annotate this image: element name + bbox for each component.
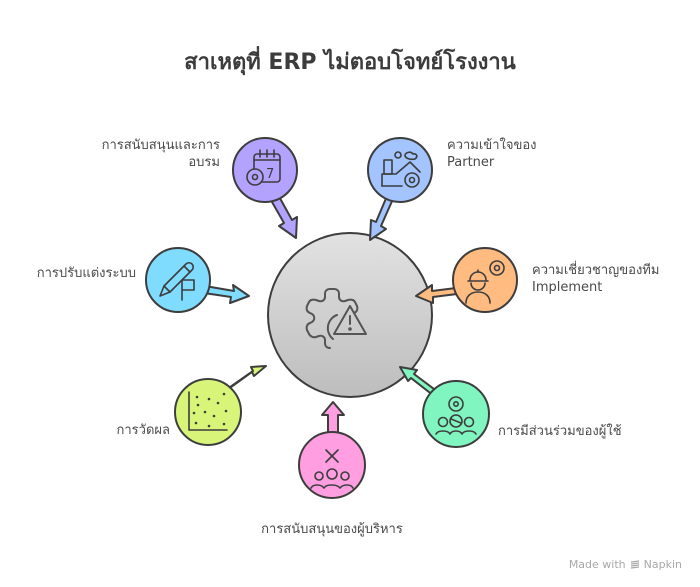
label-user-participation: การมีส่วนร่วมของผู้ใช้: [498, 423, 668, 440]
label-measurement: การวัดผล: [60, 422, 170, 439]
team-gear-icon: [435, 396, 477, 435]
label-line: ความเชี่ยวชาญของทีม: [532, 263, 660, 278]
label-line: การสนับสนุนและการ: [101, 138, 220, 153]
node-training: 7: [232, 137, 298, 239]
engineer-gear-icon: [465, 260, 505, 304]
label-executive-support: การสนับสนุนของผู้บริหาร: [232, 521, 432, 538]
label-line: การวัดผล: [116, 423, 170, 438]
pencil-flag-icon: [159, 261, 195, 301]
label-line: การมีส่วนร่วมของผู้ใช้: [498, 424, 622, 439]
label-line: การปรับแต่งระบบ: [36, 266, 136, 281]
node-measurement: [174, 365, 267, 446]
team-x-icon: [310, 449, 354, 489]
label-line: อบรม: [188, 155, 220, 170]
label-partner: ความเข้าใจของ Partner: [447, 137, 587, 171]
node-executive-support: [298, 401, 366, 499]
label-expertise: ความเชี่ยวชาญของทีม Implement: [532, 262, 692, 296]
label-customization: การปรับแต่งระบบ: [20, 265, 136, 282]
node-customization: [145, 247, 250, 313]
diagram-title: สาเหตุที่ ERP ไม่ตอบโจทย์โรงงาน: [184, 50, 516, 75]
footer-brand: Napkin: [643, 558, 682, 571]
center-node: [267, 232, 433, 398]
label-line: ความเข้าใจของ: [447, 138, 537, 153]
factory-gear-icon: [381, 151, 421, 188]
scatter-plot-icon: [188, 391, 228, 431]
node-user-participation: [399, 366, 490, 448]
label-line: Partner: [447, 155, 495, 170]
node-partner: [367, 137, 433, 241]
napkin-logo-icon: [630, 559, 639, 569]
gear-warning-icon: [305, 288, 367, 349]
node-expertise: [415, 247, 518, 313]
calendar-gear-icon: 7: [246, 149, 281, 186]
label-line: Implement: [532, 280, 603, 295]
footer-text: Made with: [568, 558, 626, 571]
label-training: การสนับสนุนและการ อบรม: [90, 137, 220, 171]
label-line: การสนับสนุนของผู้บริหาร: [261, 522, 403, 537]
svg-text:7: 7: [266, 167, 274, 182]
napkin-watermark: Made with Napkin: [569, 558, 682, 571]
